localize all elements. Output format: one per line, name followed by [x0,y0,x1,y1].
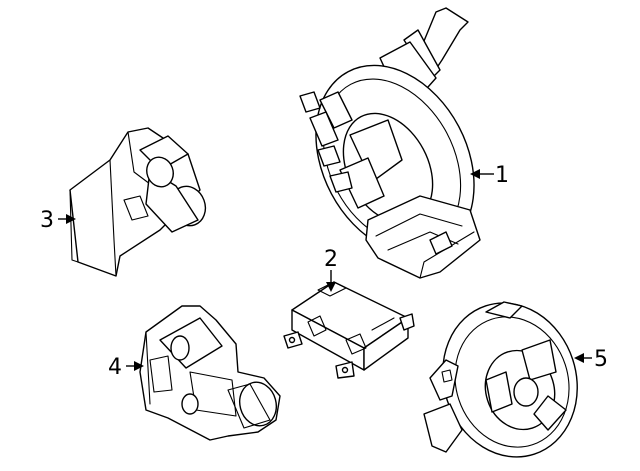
part-3-sensor [69,127,207,277]
callout-1: 1 [470,163,509,188]
callout-2-label: 2 [324,247,338,272]
callout-1-label: 1 [495,163,509,188]
part-5-rotor-assembly [423,301,578,458]
callout-2: 2 [324,247,338,292]
callout-5-label: 5 [594,347,608,372]
part-2-control-module [283,281,415,379]
callout-4: 4 [108,355,144,380]
part-1-clock-spring [299,7,481,279]
callout-3-label: 3 [40,208,54,233]
callout-4-label: 4 [108,355,122,380]
callout-5: 5 [574,347,608,372]
part-4-sensor [139,305,281,441]
callout-3: 3 [40,208,76,233]
